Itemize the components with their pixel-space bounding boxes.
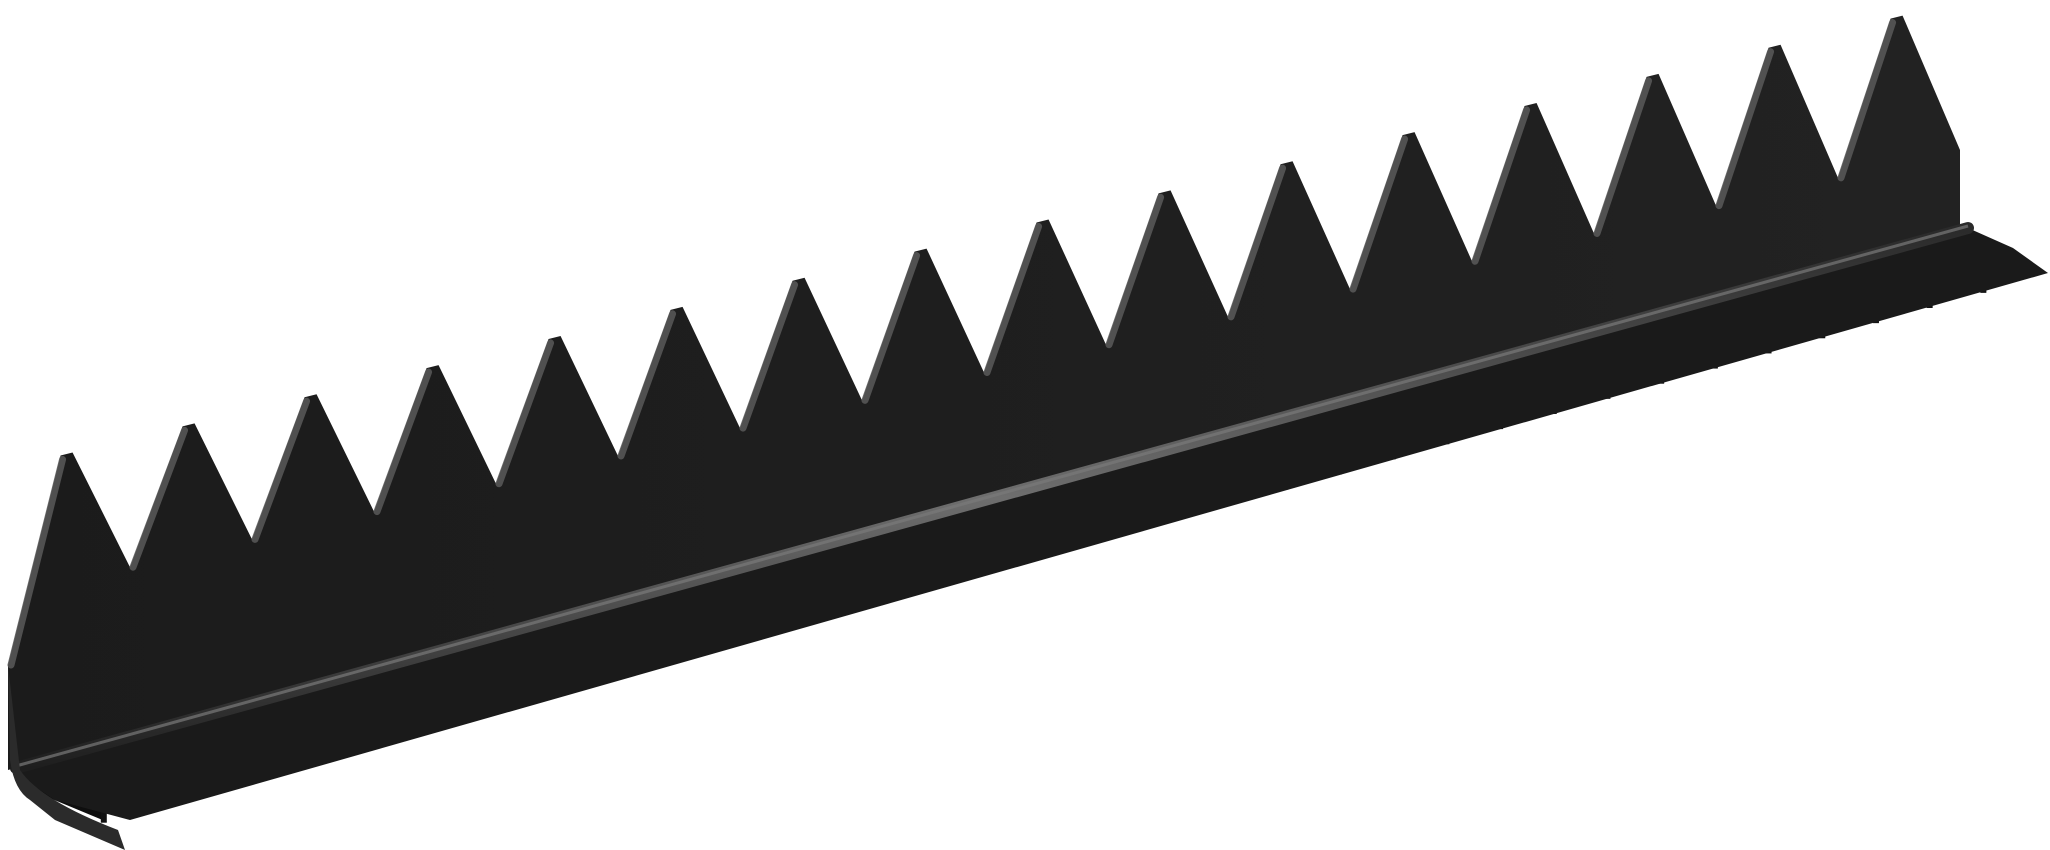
spike-edge-highlight [1593,77,1653,237]
spike-edge-highlight [1715,48,1775,210]
foot-tab-end [100,808,107,823]
spike-edge-highlight [7,455,67,669]
fold-line [10,222,1974,774]
spike-body [8,15,1968,770]
spike-edge-highlight [617,310,677,460]
spike-edge-highlight [1471,106,1531,265]
strip-base [10,228,2048,820]
strip-fold-highlight [8,222,1974,850]
spike-edge-highlight [251,397,311,543]
base-plate [10,228,2048,820]
spike-edge-highlight [739,281,799,432]
spike-edge-highlight [983,222,1043,376]
spike-edge-highlight [1227,164,1287,321]
spike-edge-highlight [129,426,189,571]
spike-edge-highlight [1837,19,1897,182]
spike-edge-highlight [1105,193,1165,349]
spike-edge-highlight [1349,135,1409,293]
spike-edge-highlight [373,368,433,516]
spike-row [7,15,1968,770]
spike-edge-highlight [495,339,555,488]
fold-line-shine [15,224,1969,768]
strip-left-end [8,665,125,850]
spike-edge-highlight [861,252,921,404]
